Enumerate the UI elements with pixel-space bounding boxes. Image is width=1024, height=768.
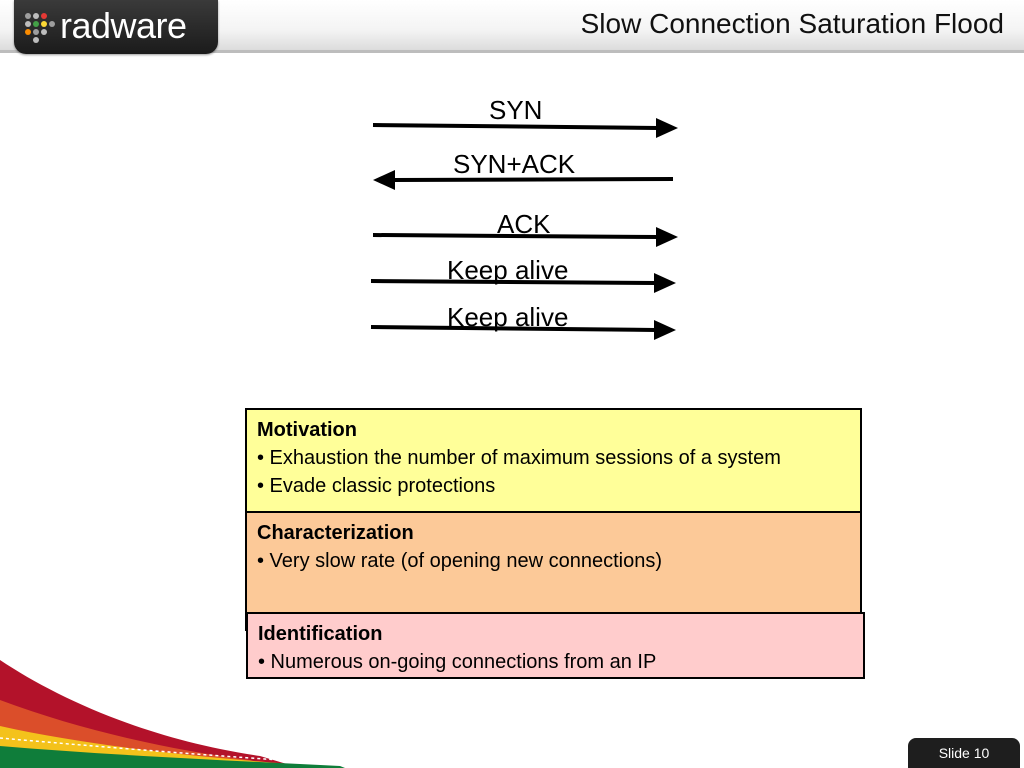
slide-number-badge: Slide 10 [908, 738, 1020, 768]
motivation-title: Motivation [257, 419, 357, 441]
motivation-box: Motivation • Exhaustion the number of ma… [245, 408, 862, 513]
motivation-item: • Exhaustion the number of maximum sessi… [257, 447, 781, 469]
arrow-syn [372, 118, 678, 138]
motivation-item: • Evade classic protections [257, 475, 496, 497]
characterization-box: Characterization • Very slow rate (of op… [245, 511, 862, 631]
logo-text: radware [60, 5, 187, 46]
arrow-ack [372, 227, 678, 247]
arrow-keep-alive-1 [370, 273, 676, 293]
identification-title: Identification [258, 623, 383, 645]
characterization-item: • Very slow rate (of opening new connect… [257, 550, 662, 572]
identification-item: • Numerous on-going connections from an … [258, 651, 657, 673]
logo-dots-icon [25, 13, 55, 43]
characterization-title: Characterization [257, 522, 414, 544]
arrow-syn-ack [373, 170, 674, 190]
label-syn: SYN [489, 95, 543, 125]
label-syn-ack: SYN+ACK [453, 149, 576, 179]
label-keep-alive-1: Keep alive [447, 255, 569, 285]
arrow-keep-alive-2 [370, 320, 676, 340]
slide-title: Slow Connection Saturation Flood [580, 8, 1004, 39]
label-keep-alive-2: Keep alive [447, 302, 569, 332]
footer-swoosh-decoration [0, 660, 345, 768]
radware-logo: radware [14, 0, 218, 54]
identification-box: Identification • Numerous on-going conne… [246, 612, 865, 679]
label-ack: ACK [497, 209, 551, 239]
